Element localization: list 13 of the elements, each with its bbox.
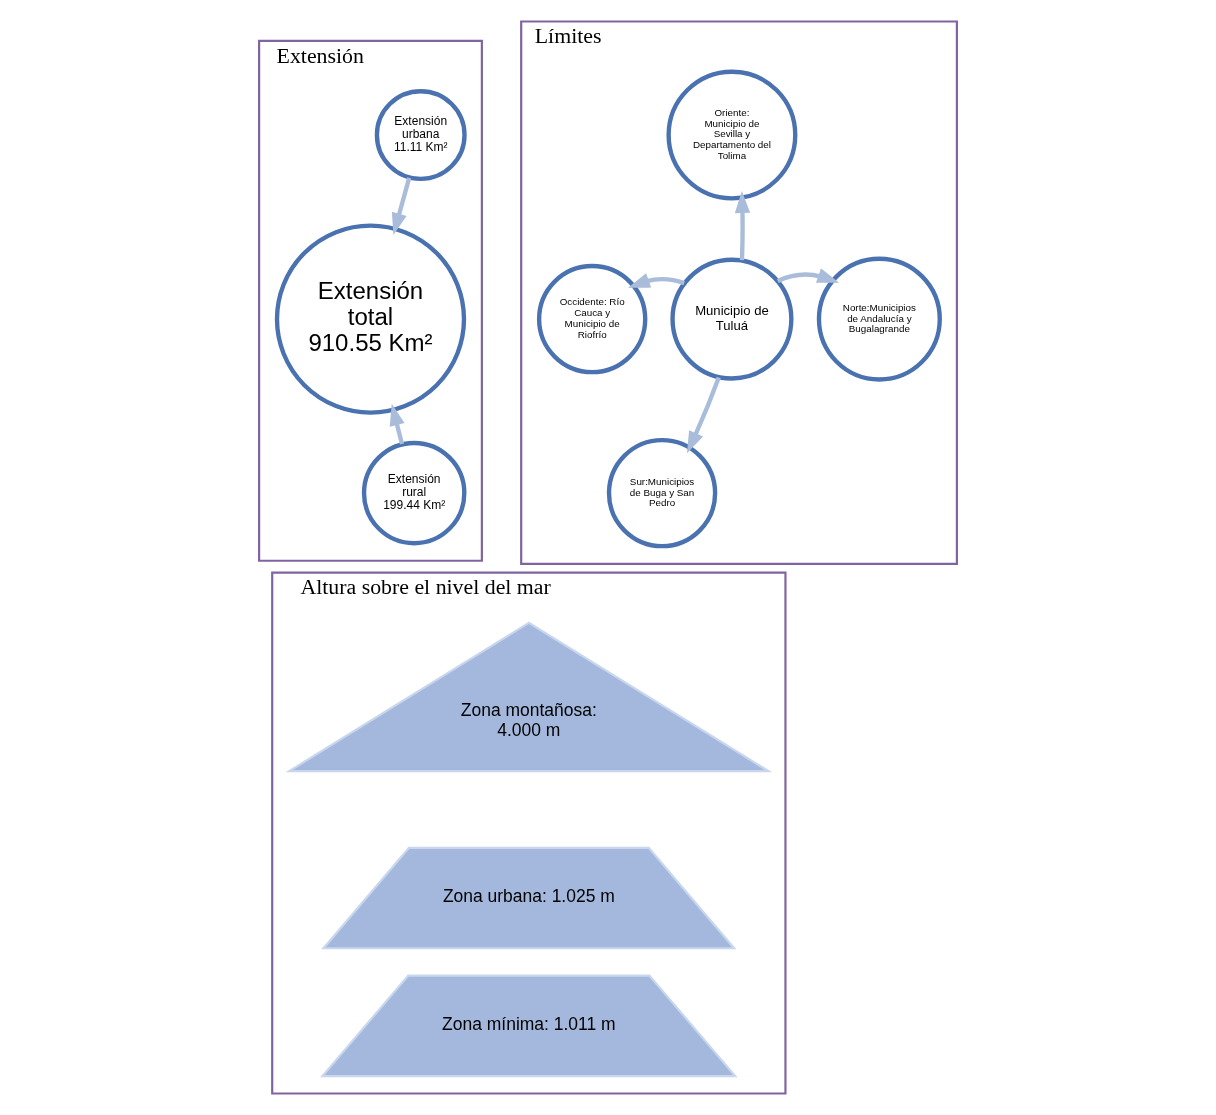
- arrow: [389, 403, 405, 445]
- node-circle: Extensión rural 199.44 Km²: [361, 440, 467, 546]
- arrow: [627, 273, 685, 288]
- arrow: [734, 191, 751, 261]
- arrow: [391, 177, 412, 236]
- node-circle: Extensión total 910.55 Km²: [274, 223, 467, 415]
- node-circle: Extensión urbana 11.11 Km²: [374, 89, 467, 182]
- node-circle: Sur:Municipios de Buga y San Pedro: [606, 437, 718, 549]
- arrow: [776, 268, 840, 283]
- node-circle: Oriente: Municipio de Sevilla y Departamento del Tolima: [666, 69, 798, 201]
- arrow: [687, 376, 721, 454]
- node-circle: Occidente: Río Cauca y Municipio de Riofrío: [536, 263, 648, 375]
- node-circle: Municipio de Tuluá: [670, 257, 794, 381]
